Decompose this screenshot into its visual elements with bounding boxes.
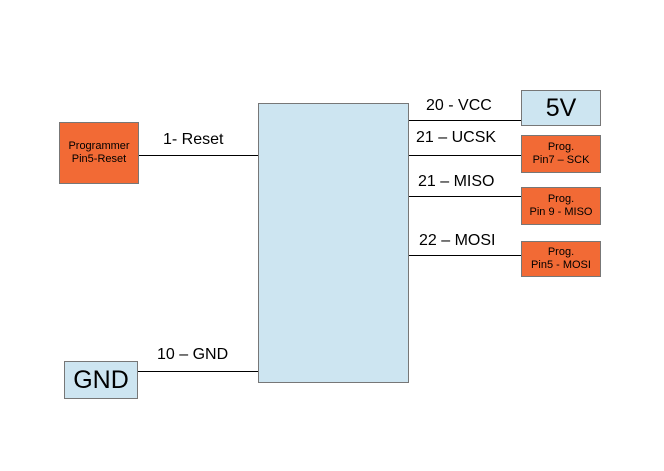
programmer-reset-box: Programmer Pin5-Reset	[59, 122, 139, 184]
ucsk-wire	[409, 155, 521, 156]
mosi-box: Prog. Pin5 - MOSI	[521, 241, 601, 277]
vcc-wire	[409, 120, 521, 121]
5v-box: 5V	[521, 90, 601, 126]
gnd-box: GND	[64, 361, 138, 399]
miso-box-line2: Pin 9 - MISO	[529, 206, 593, 218]
miso-wire	[409, 196, 521, 197]
mosi-label: 22 – MOSI	[419, 232, 496, 249]
programmer-reset-line1: Programmer	[68, 140, 130, 152]
sck-box-line2: Pin7 – SCK	[532, 154, 590, 166]
gnd-wire	[138, 371, 258, 372]
programmer-reset-line2: Pin5-Reset	[71, 153, 127, 165]
vcc-label: 20 - VCC	[426, 97, 492, 114]
5v-box-label: 5V	[545, 93, 577, 122]
mosi-box-line1: Prog.	[547, 246, 575, 258]
reset-wire	[139, 155, 258, 156]
reset-label: 1- Reset	[163, 131, 224, 148]
ucsk-label: 21 – UCSK	[416, 129, 497, 146]
mosi-wire	[409, 255, 521, 256]
miso-label: 21 – MISO	[418, 173, 495, 190]
chip-block	[258, 103, 409, 383]
miso-box-line1: Prog.	[547, 193, 575, 205]
sck-box-line1: Prog.	[547, 141, 575, 153]
sck-box: Prog. Pin7 – SCK	[521, 135, 601, 173]
miso-box: Prog. Pin 9 - MISO	[521, 187, 601, 225]
gnd-box-label: GND	[73, 365, 129, 394]
gnd-label: 10 – GND	[157, 346, 229, 363]
mosi-box-line2: Pin5 - MOSI	[531, 259, 591, 271]
